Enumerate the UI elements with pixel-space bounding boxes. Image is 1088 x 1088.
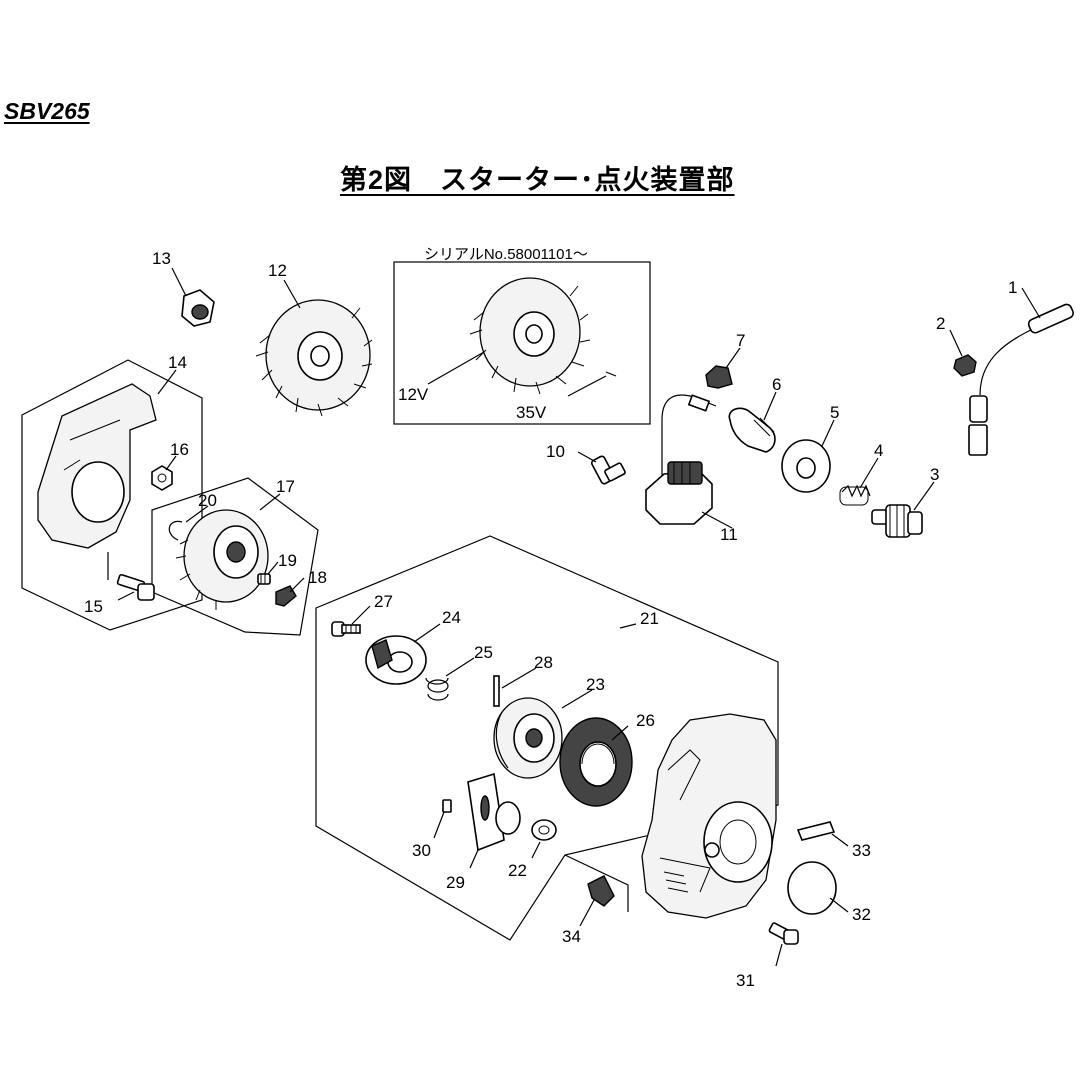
group-21-notch: [564, 854, 629, 912]
callout-34: 34: [562, 927, 581, 946]
part-1-plug-cord: [968, 303, 1074, 456]
callout-15: 15: [84, 597, 103, 616]
callout-1: 1: [1008, 278, 1017, 297]
serial-note: シリアルNo.58001101～: [424, 246, 588, 263]
leader-lines: [107, 267, 1041, 967]
part-3-spark-plug: [871, 504, 923, 538]
callout-21: 21: [640, 609, 659, 628]
callout-4: 4: [874, 441, 883, 460]
part-15-bolt: [116, 573, 155, 601]
inset-box: [393, 261, 651, 425]
part-10-screw: [590, 455, 626, 485]
callout-25: 25: [474, 643, 493, 662]
figure-title: 第2図 スターター･点火装置部: [340, 165, 735, 195]
callout-24: 24: [442, 608, 461, 627]
callout-19: 19: [278, 551, 297, 570]
part-32-label: [787, 861, 837, 915]
part-22-collar: [531, 819, 557, 841]
part-11-ignition-coil: [645, 394, 717, 525]
callout-11: 11: [720, 525, 738, 544]
part-33-label: [796, 821, 836, 841]
callout-28: 28: [534, 653, 553, 672]
part-17-pulley: [175, 509, 269, 610]
part-24-cap: [365, 635, 427, 685]
part-27-bolt: [331, 621, 361, 637]
callout-7: 7: [736, 331, 745, 350]
part-30-clip: [442, 799, 452, 813]
callout-20: 20: [198, 491, 217, 510]
part-5-washer: [781, 439, 831, 493]
callout-12: 12: [268, 261, 287, 280]
model-name: SBV265: [4, 98, 90, 124]
callout-13: 13: [152, 249, 171, 268]
part-12-flywheel: [255, 299, 373, 417]
callout-22: 22: [508, 861, 527, 880]
part-34-clamp: [587, 875, 615, 907]
part-6-plug-cap: [728, 407, 776, 453]
callout-35V: 35V: [516, 403, 547, 422]
part-21-starter-housing: [641, 713, 777, 919]
part-26-recoil-spring: [559, 717, 633, 807]
callout-14: 14: [168, 353, 187, 372]
part-4-spring: [839, 484, 871, 506]
callout-33: 33: [852, 841, 871, 860]
callout-27: 27: [374, 592, 393, 611]
part-13-nut: [181, 289, 215, 327]
part-2-nut: [953, 354, 977, 377]
callout-12V: 12V: [398, 385, 429, 404]
part-12-flywheel-variant: [469, 277, 617, 395]
callout-18: 18: [308, 568, 327, 587]
callout-23: 23: [586, 675, 605, 694]
part-28-pin: [493, 675, 500, 707]
callout-16: 16: [170, 440, 189, 459]
part-7-clip: [705, 365, 733, 389]
part-20-clip: [168, 520, 183, 541]
callout-26: 26: [636, 711, 655, 730]
callout-10: 10: [546, 442, 565, 461]
part-16-nut: [151, 465, 173, 491]
callout-labels: 1 2 3 4 5 6 7 10 11 12 13 14 15 16 17 18…: [84, 249, 1017, 990]
callout-3: 3: [930, 465, 939, 484]
callout-29: 29: [446, 873, 465, 892]
group-14-outline: [21, 359, 203, 631]
part-25-spring: [425, 677, 449, 701]
part-23-reel: [493, 697, 563, 779]
part-14-cover: [37, 383, 157, 549]
callout-30: 30: [412, 841, 431, 860]
callout-17: 17: [276, 477, 295, 496]
callout-5: 5: [830, 403, 839, 422]
callout-32: 32: [852, 905, 871, 924]
part-31-bolt: [768, 922, 799, 945]
callout-6: 6: [772, 375, 781, 394]
callout-2: 2: [936, 314, 945, 333]
part-19-spring: [257, 573, 271, 585]
callout-31: 31: [736, 971, 755, 990]
part-29-handle: [467, 772, 521, 852]
